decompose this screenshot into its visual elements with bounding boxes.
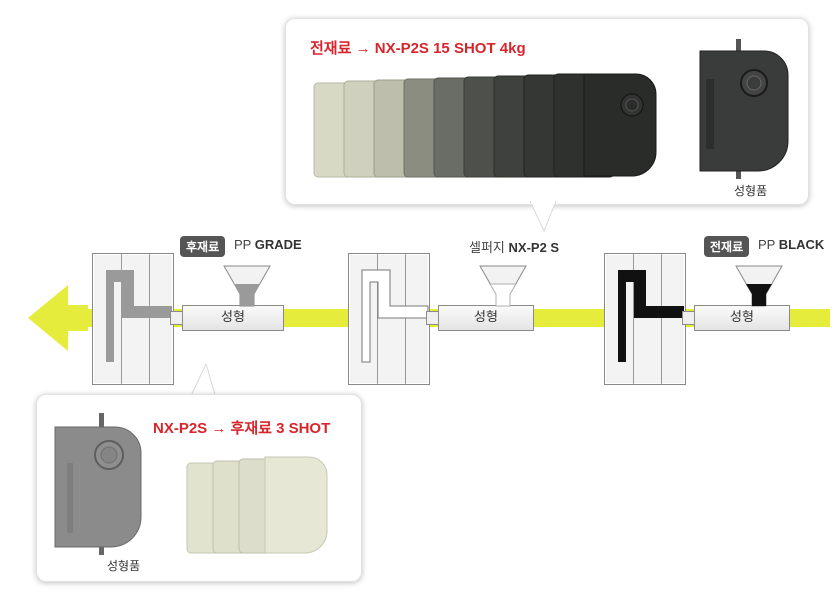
cavity-stage-1 (106, 270, 172, 362)
shot-series-light-image (186, 456, 328, 554)
cavity-stage-3 (618, 270, 684, 362)
badge-stage-1: 후재료 (180, 236, 226, 257)
process-label-stage-3: 성형 (730, 310, 754, 325)
badge-stage-3: 전재료 (704, 236, 750, 257)
finished-part-black-image (699, 39, 789, 179)
top-callout-pointer (530, 201, 556, 233)
hopper-icon (479, 265, 527, 307)
finished-part-gray-image (54, 413, 142, 555)
bottom-callout-title: NX-P2S → 후재료 3 SHOT (153, 420, 331, 437)
left-arrow-icon (28, 285, 88, 351)
top-callout-title: 전재료 → NX-P2S 15 SHOT 4kg (310, 40, 526, 57)
bottom-callout-caption: 성형품 (107, 559, 141, 573)
shot-series-image (313, 73, 657, 178)
process-label-stage-1: 성형 (221, 310, 245, 325)
hopper-icon (223, 265, 271, 307)
process-label-stage-2: 성형 (474, 310, 498, 325)
barrel-stage-3: 성형 (694, 305, 790, 331)
material-stage-3: PP BLACK (758, 237, 825, 252)
barrel-stage-1: 성형 (182, 305, 284, 331)
barrel-stage-2: 성형 (438, 305, 534, 331)
top-callout: 전재료 → NX-P2S 15 SHOT 4kg 성형품 (285, 18, 809, 205)
material-stage-2: 셀퍼지 NX-P2 S (469, 240, 560, 255)
hopper-icon (735, 265, 783, 307)
top-callout-caption: 성형품 (734, 184, 768, 198)
cavity-stage-2 (361, 269, 429, 363)
bottom-callout: NX-P2S → 후재료 3 SHOT 성형품 (36, 394, 362, 582)
material-stage-1: PP GRADE (234, 237, 302, 252)
bottom-callout-pointer (190, 364, 216, 398)
